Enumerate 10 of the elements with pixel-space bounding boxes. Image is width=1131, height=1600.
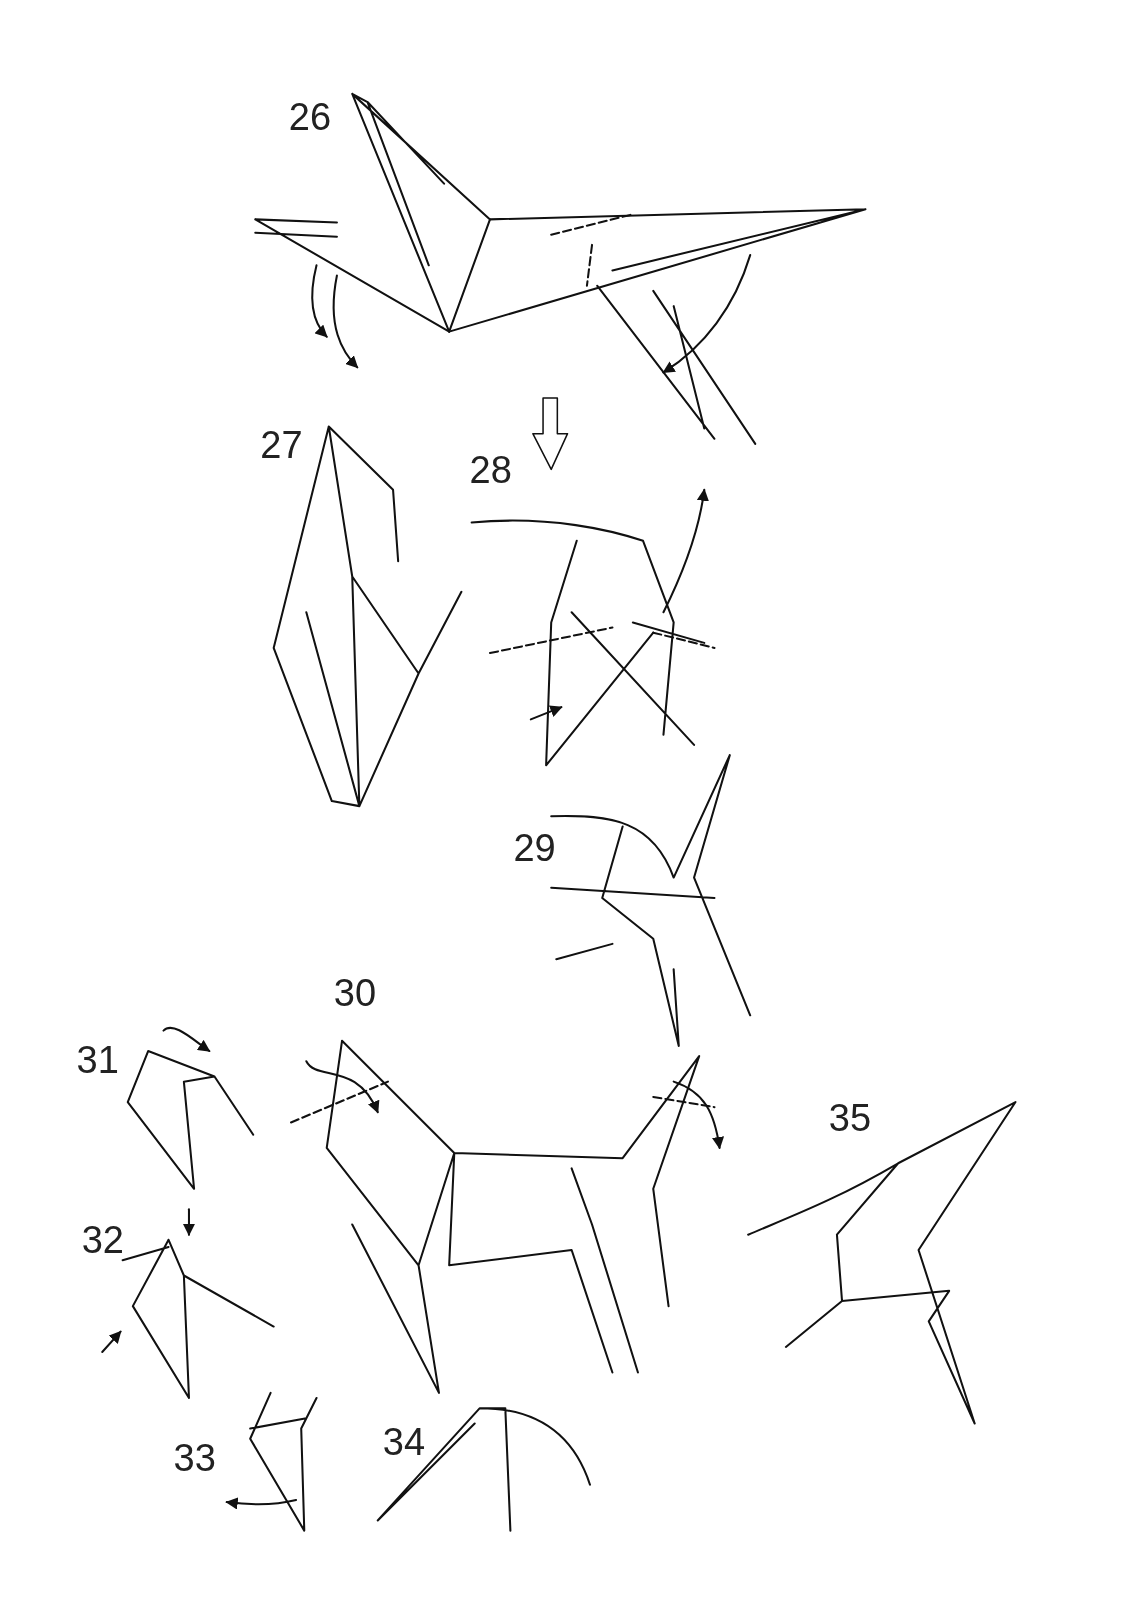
- step-number: 31: [76, 1041, 119, 1080]
- step-number: 34: [382, 1422, 426, 1461]
- step-number: 32: [81, 1220, 124, 1259]
- step-number: 33: [173, 1439, 216, 1478]
- step-number: 27: [260, 425, 303, 464]
- step-number: 26: [288, 98, 332, 136]
- step-number: 35: [828, 1099, 872, 1138]
- step-number: 29: [513, 828, 556, 867]
- step-number: 30: [333, 973, 377, 1012]
- step-number: 28: [469, 451, 512, 490]
